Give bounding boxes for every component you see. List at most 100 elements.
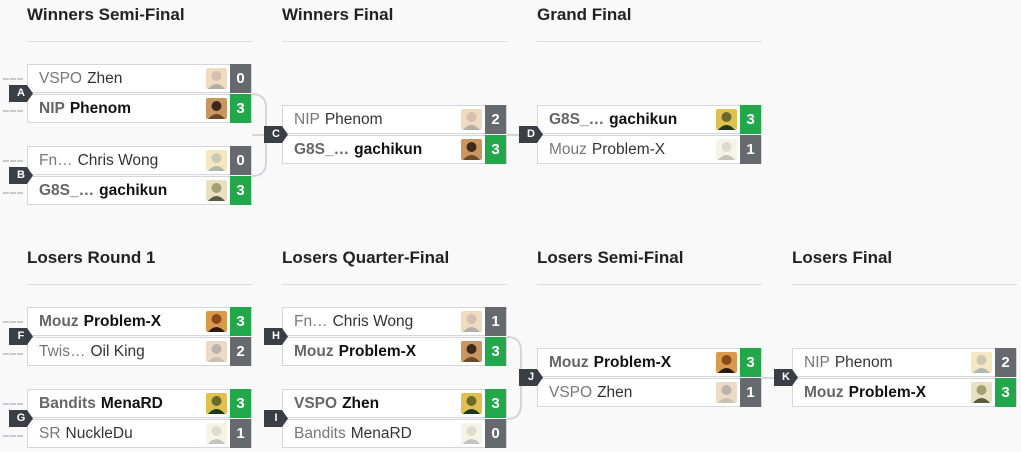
player-entry[interactable]: Fn…Chris Wong xyxy=(294,308,413,335)
score-box: 3 xyxy=(230,176,251,205)
player-entry[interactable]: G8S_…gachikun xyxy=(39,177,167,204)
team-tag: NIP xyxy=(294,111,320,128)
entry-stub xyxy=(3,321,23,323)
match-badge-b: B xyxy=(9,167,33,184)
character-portrait-icon xyxy=(461,109,482,130)
score-box: 0 xyxy=(230,64,251,93)
entry-stub xyxy=(3,403,23,405)
team-tag: Bandits xyxy=(39,395,96,412)
character-portrait-icon xyxy=(206,341,227,362)
round-title-losers-sf: Losers Semi-Final xyxy=(537,248,684,267)
team-tag: Mouz xyxy=(549,141,587,158)
match-badge-a: A xyxy=(9,85,33,102)
team-tag: G8S_… xyxy=(294,141,350,158)
match-row-bot[interactable]: Twis…Oil King 2 xyxy=(27,337,252,366)
team-tag: Twis… xyxy=(39,343,86,360)
character-portrait-icon xyxy=(716,109,737,130)
round-divider xyxy=(282,41,507,42)
team-tag: Mouz xyxy=(39,313,79,330)
player-name: Problem-X xyxy=(591,141,666,158)
player-name: Phenom xyxy=(69,100,131,117)
character-portrait-icon xyxy=(206,180,227,201)
entry-stub xyxy=(3,110,23,112)
entry-stub xyxy=(3,353,23,355)
character-portrait-icon xyxy=(461,311,482,332)
character-portrait-icon xyxy=(716,352,737,373)
team-tag: VSPO xyxy=(39,70,83,87)
player-name: Oil King xyxy=(90,343,145,360)
score-box: 2 xyxy=(230,337,251,366)
match-row-top[interactable]: G8S_…gachikun 3 xyxy=(537,105,762,134)
score-box: 3 xyxy=(485,337,506,366)
player-entry[interactable]: G8S_…gachikun xyxy=(549,106,677,133)
character-portrait-icon xyxy=(206,150,227,171)
round-title-losers-final: Losers Final xyxy=(792,248,893,267)
match-badge-d: D xyxy=(519,126,543,143)
character-portrait-icon xyxy=(461,423,482,444)
character-portrait-icon xyxy=(461,139,482,160)
player-name: MenaRD xyxy=(350,425,412,442)
round-title-winners-semi: Winners Semi-Final xyxy=(27,5,185,24)
score-box: 3 xyxy=(740,105,761,134)
score-box: 0 xyxy=(485,419,506,448)
player-name: Chris Wong xyxy=(77,152,159,169)
match-row-bot[interactable]: G8S_…gachikun 3 xyxy=(27,176,252,205)
score-box: 1 xyxy=(230,419,251,448)
player-entry[interactable]: Twis…Oil King xyxy=(39,338,145,365)
player-entry[interactable]: Fn…Chris Wong xyxy=(39,147,158,174)
entry-stub xyxy=(3,78,23,80)
round-title-losers-qf: Losers Quarter-Final xyxy=(282,248,450,267)
score-box: 3 xyxy=(740,348,761,377)
player-entry[interactable]: G8S_…gachikun xyxy=(294,136,422,163)
round-title-losers-r1: Losers Round 1 xyxy=(27,248,156,267)
player-name: NuckleDu xyxy=(65,425,133,442)
player-name: Zhen xyxy=(87,70,123,87)
character-portrait-icon xyxy=(461,341,482,362)
team-tag: Mouz xyxy=(804,384,844,401)
score-box: 2 xyxy=(485,105,506,134)
match-badge-j: J xyxy=(519,369,543,386)
team-tag: VSPO xyxy=(549,384,593,401)
